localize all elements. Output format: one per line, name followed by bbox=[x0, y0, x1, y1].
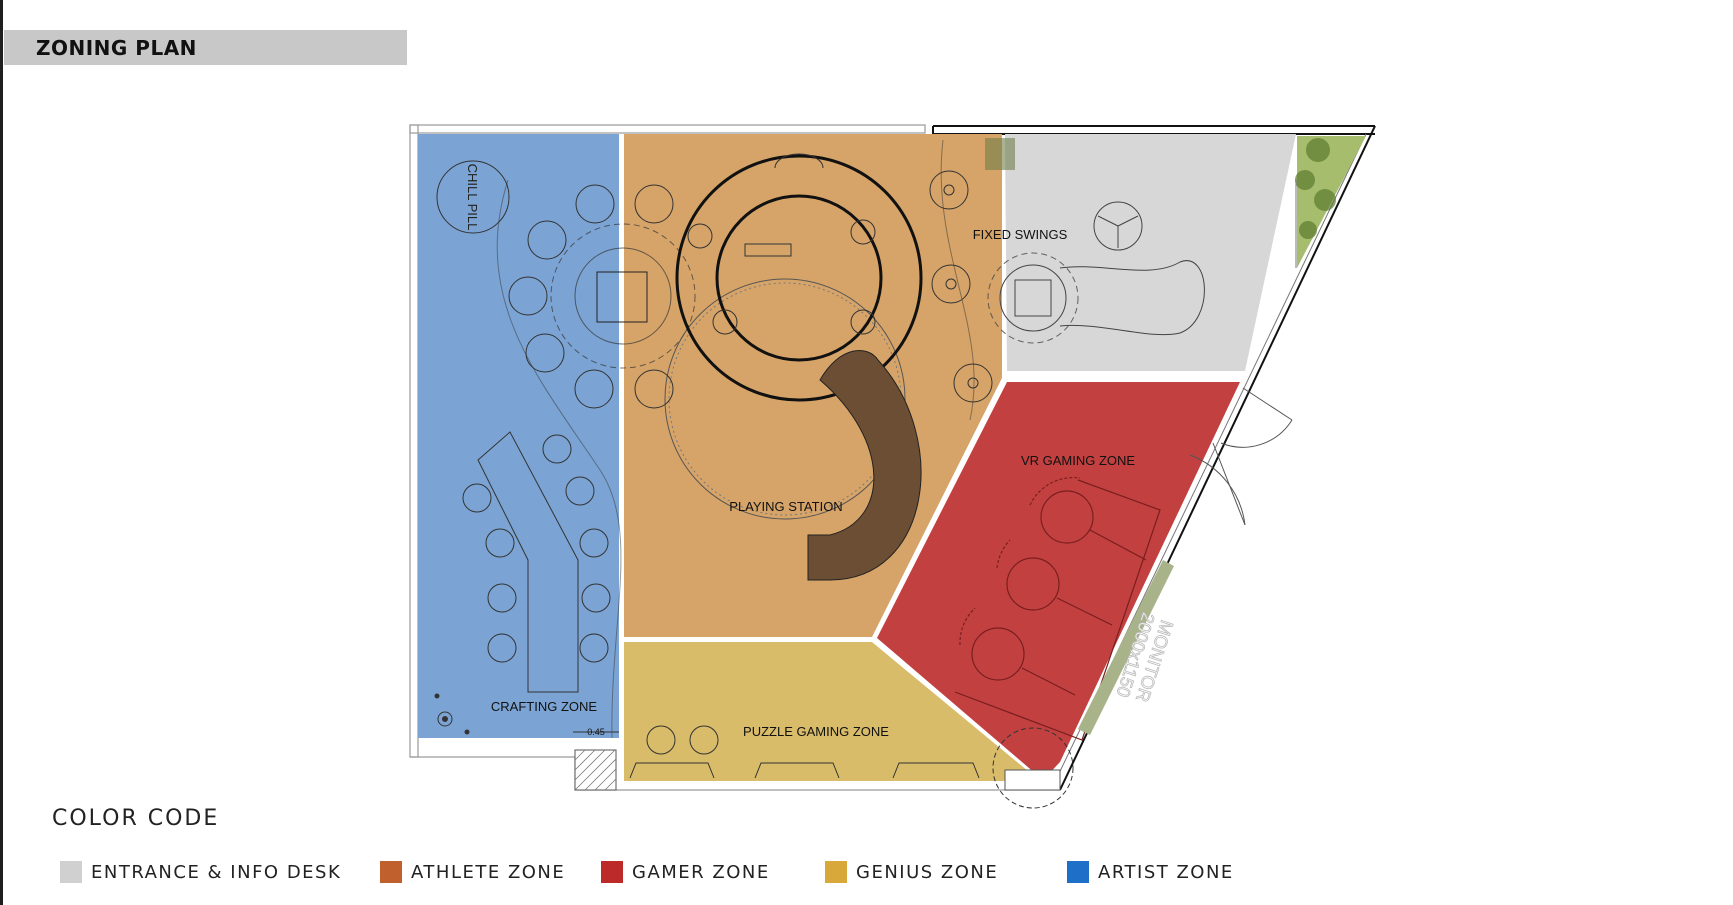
slide bbox=[807, 349, 922, 581]
legend-item-artist: ARTIST ZONE bbox=[1067, 860, 1234, 884]
page-border bbox=[0, 0, 3, 905]
legend-swatch bbox=[601, 861, 623, 883]
genius-zone-furniture bbox=[629, 725, 1074, 809]
legend-label: GENIUS ZONE bbox=[856, 861, 999, 883]
legend-label: GAMER ZONE bbox=[632, 861, 770, 883]
legend-item-athlete: ATHLETE ZONE bbox=[380, 860, 565, 884]
legend-swatch bbox=[1067, 861, 1089, 883]
legend-item-genius: GENIUS ZONE bbox=[825, 860, 998, 884]
vr-pods bbox=[954, 476, 1161, 741]
entrance-doors bbox=[1189, 387, 1293, 526]
legend-item-entrance: ENTRANCE & INFO DESK bbox=[60, 860, 341, 884]
column-hatching bbox=[574, 749, 617, 791]
legend-label: ARTIST ZONE bbox=[1098, 861, 1234, 883]
label-chill-pill: CHILL PILL bbox=[465, 164, 480, 231]
page-title: ZONING PLAN bbox=[36, 36, 197, 60]
legend-item-gamer: GAMER ZONE bbox=[601, 860, 770, 884]
title-bar: ZONING PLAN bbox=[4, 30, 407, 65]
artist-zone bbox=[418, 134, 619, 738]
label-fixed-swings: FIXED SWINGS bbox=[973, 227, 1068, 242]
label-playing-station: PLAYING STATION bbox=[729, 499, 842, 514]
athlete-zone-furniture bbox=[634, 139, 993, 520]
entrance-furniture bbox=[987, 180, 1297, 344]
monitor bbox=[1078, 560, 1174, 735]
legend-swatch bbox=[60, 861, 82, 883]
columns bbox=[574, 749, 1061, 791]
label-puzzle-gaming-zone: PUZZLE GAMING ZONE bbox=[743, 724, 889, 739]
legend-label: ATHLETE ZONE bbox=[411, 861, 566, 883]
genius-zone bbox=[624, 642, 1040, 781]
label-dimension: 0.45 bbox=[587, 727, 605, 737]
entrance-zone bbox=[1005, 134, 1296, 371]
planter bbox=[985, 136, 1366, 268]
legend-title: COLOR CODE bbox=[52, 806, 220, 831]
legend-swatch bbox=[825, 861, 847, 883]
label-crafting-zone: CRAFTING ZONE bbox=[491, 699, 597, 714]
legend-swatch bbox=[380, 861, 402, 883]
artist-zone-furniture bbox=[434, 160, 696, 739]
label-vr-gaming-zone: VR GAMING ZONE bbox=[1021, 453, 1135, 468]
legend-label: ENTRANCE & INFO DESK bbox=[91, 861, 342, 883]
